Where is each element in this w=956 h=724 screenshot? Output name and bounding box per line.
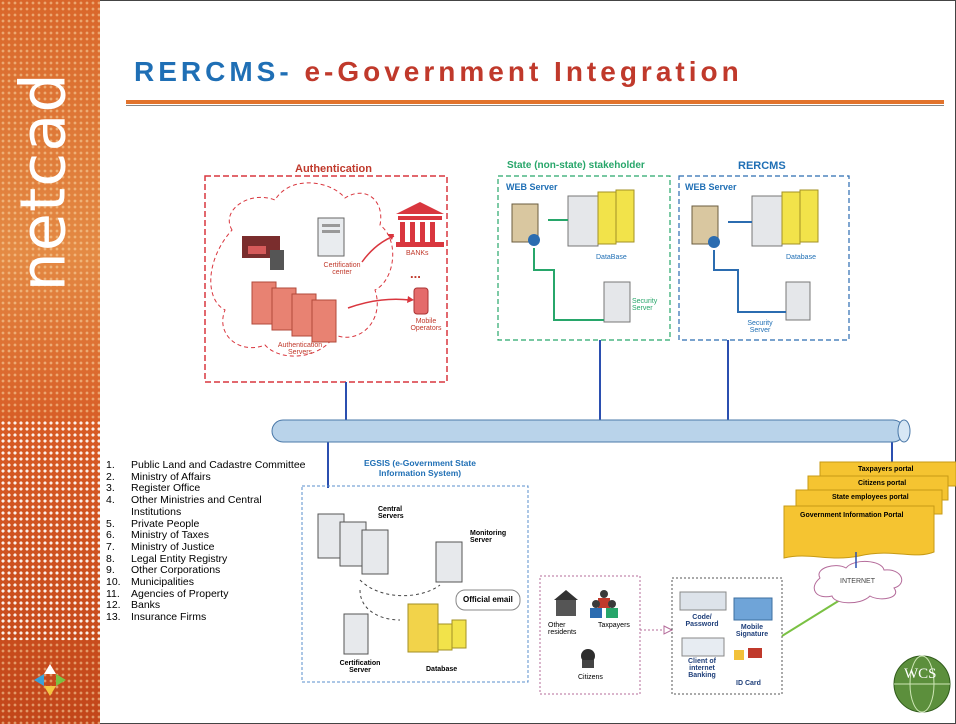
state-db-label: DataBase xyxy=(596,254,627,261)
list-item: 12.Banks xyxy=(106,599,161,612)
central-servers-icon xyxy=(317,513,389,575)
citizens-icon xyxy=(581,649,595,668)
egsis-certification-server-icon xyxy=(343,613,369,655)
official-email-label: Official email xyxy=(463,595,513,604)
authentication-servers-icon xyxy=(251,281,337,343)
list-item: 13.Insurance Firms xyxy=(106,611,207,624)
list-item: 8.Legal Entity Registry xyxy=(106,552,228,565)
rercms-box xyxy=(678,175,850,341)
banking-screen-image xyxy=(681,637,725,657)
title-part-2: e-Government Integration xyxy=(292,56,743,87)
rercms-title: RERCMS xyxy=(738,160,786,172)
wcs-globe-logo xyxy=(893,655,951,713)
list-item: 2.Ministry of Affairs xyxy=(106,470,211,483)
taxpayers-icon xyxy=(590,590,618,618)
title-part-1: RERCMS- xyxy=(134,56,293,87)
other-residents-label: Other residents xyxy=(548,622,577,636)
users-box xyxy=(539,575,641,695)
rercms-web-server-icon xyxy=(691,205,720,248)
house-icon xyxy=(554,590,578,616)
rercms-web-label: WEB Server xyxy=(685,182,737,192)
mobile-phone-icon xyxy=(413,287,429,315)
network-bus xyxy=(271,419,911,443)
client-banking-label: Client of internet Banking xyxy=(688,658,716,679)
state-security-server-icon xyxy=(603,281,631,323)
list-item: 10.Municipalities xyxy=(106,576,195,589)
rercms-database-icon xyxy=(751,189,819,247)
certification-center-icon xyxy=(317,217,345,257)
mobile-signature-label: Mobile Signature xyxy=(735,624,769,638)
state-stakeholder-title: State (non-state) stakeholder xyxy=(507,160,645,171)
list-item: 3.Register Office xyxy=(106,482,201,495)
list-item: 5.Private People xyxy=(106,517,200,530)
institutions-list: 1.Public Land and Cadastre Committee 2.M… xyxy=(106,459,311,624)
wcs-logo-text: WCS xyxy=(904,666,937,682)
ellipsis-label: ... xyxy=(410,266,421,281)
title-divider xyxy=(126,100,944,104)
list-item: 11.Agencies of Property xyxy=(106,587,229,600)
egsis-title: EGSIS (e-Government State Information Sy… xyxy=(364,458,476,478)
egsis-cert-label: Certification Server xyxy=(339,660,381,674)
mobile-operators-label: Mobile Operators xyxy=(410,318,442,332)
egsis-db-label: Database xyxy=(426,666,458,673)
authentication-cloud xyxy=(210,182,394,357)
portal-stack xyxy=(783,461,956,559)
authentication-title: Authentication xyxy=(295,163,372,175)
monitoring-server-icon xyxy=(435,541,463,583)
brand-arrows-icon xyxy=(34,664,66,696)
egsis-box xyxy=(301,485,529,683)
portal-state-employees: State employees portal xyxy=(832,494,909,501)
official-email-pill xyxy=(455,589,521,611)
internet-label: INTERNET xyxy=(840,578,875,585)
bank-icon xyxy=(396,202,444,247)
sidebar-band: netcad xyxy=(0,0,100,724)
state-database-icon xyxy=(567,189,635,247)
list-item: 4.Other Ministries and Central Instituti… xyxy=(106,494,262,518)
list-item: 1.Public Land and Cadastre Committee xyxy=(106,459,306,471)
list-item: 9.Other Corporations xyxy=(106,564,221,577)
rercms-security-server-icon xyxy=(785,281,811,321)
card-image xyxy=(679,591,727,611)
phone-card-image xyxy=(733,597,773,621)
authentication-box xyxy=(204,175,448,383)
list-item: 7.Ministry of Justice xyxy=(106,540,215,553)
portal-citizens: Citizens portal xyxy=(858,480,907,487)
egsis-database-icon xyxy=(407,603,467,653)
dot-pattern-lower xyxy=(0,420,100,640)
page-title: RERCMS- e-Government Integration xyxy=(134,56,743,88)
central-servers-label: Central Servers xyxy=(378,506,404,520)
state-web-server-icon xyxy=(511,203,540,246)
list-item: 6.Ministry of Taxes xyxy=(106,529,209,542)
monitoring-server-label: Monitoring Server xyxy=(470,530,507,544)
banks-label: BANKs xyxy=(406,250,429,257)
rercms-security-label: Security Server xyxy=(747,320,773,334)
auth-servers-label: Authentication Servers xyxy=(277,342,323,356)
rercms-db-label: Database xyxy=(786,254,816,261)
title-divider-thin xyxy=(126,105,944,106)
state-security-label: Security Server xyxy=(632,298,658,312)
portal-taxpayers: Taxpayers portal xyxy=(858,466,914,473)
state-web-label: WEB Server xyxy=(506,182,558,192)
certification-center-label: Certification center xyxy=(323,262,361,276)
internet-cloud xyxy=(813,561,903,604)
taxpayers-label: Taxpayers xyxy=(598,622,630,629)
key-icon xyxy=(734,648,762,660)
code-password-label: Code/ Password xyxy=(685,614,719,628)
portal-government-info: Government Information Portal xyxy=(800,512,904,519)
citizens-label: Citizens xyxy=(578,674,603,681)
id-card-label: ID Card xyxy=(736,680,761,687)
